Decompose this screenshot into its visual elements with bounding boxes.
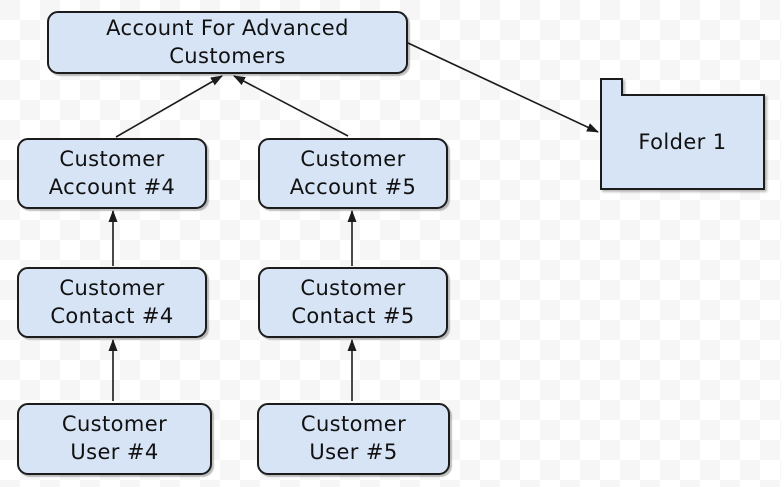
node-customer-user-4-line2: User #4 [70, 440, 159, 464]
node-folder-1-label: Folder 1 [638, 130, 727, 154]
node-account-for-advanced-customers: Account For Advanced Customers [47, 11, 408, 74]
node-customer-user-5-line2: User #5 [309, 440, 398, 464]
node-customer-account-4: Customer Account #4 [17, 138, 207, 209]
node-customer-user-5: Customer User #5 [257, 403, 450, 475]
edge-account4-to-advanced [115, 75, 223, 138]
node-customer-user-5-line1: Customer [300, 412, 407, 437]
node-customer-contact-5: Customer Contact #5 [258, 267, 448, 338]
node-customer-user-4-line1: Customer [61, 412, 168, 437]
edge-advanced-to-folder1 [407, 42, 599, 133]
node-customer-account-4-line2: Account #4 [48, 174, 176, 199]
node-customer-contact-4: Customer Contact #4 [17, 267, 207, 338]
edge-group [108, 42, 599, 401]
node-customer-contact-5-line2: Contact #5 [291, 303, 415, 328]
node-customer-contact-4-line1: Customer [59, 275, 165, 300]
node-customer-contact-5-line1: Customer [300, 275, 406, 300]
node-customer-account-5: Customer Account #5 [258, 138, 448, 209]
node-account-for-advanced-customers-line1: Account For Advanced [106, 15, 349, 40]
node-account-for-advanced-customers-line2: Customers [169, 43, 286, 68]
node-folder-1: Folder 1 [601, 95, 764, 189]
node-customer-user-4: Customer User #4 [17, 403, 212, 475]
node-customer-account-5-line2: Account #5 [289, 174, 417, 199]
node-customer-contact-4-line2: Contact #4 [50, 303, 174, 328]
node-customer-account-5-line1: Customer [300, 146, 406, 171]
edge-account5-to-advanced [233, 75, 349, 137]
node-customer-account-4-line1: Customer [59, 146, 165, 171]
